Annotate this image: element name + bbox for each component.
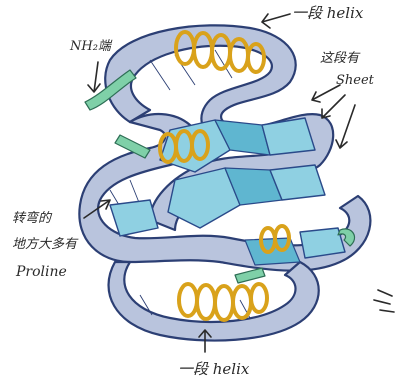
right-edge-marks bbox=[374, 290, 394, 312]
label-turn-line2: 地方大多有 bbox=[12, 237, 79, 252]
sheet-strand bbox=[300, 228, 345, 258]
helix-top-arrow bbox=[262, 14, 290, 28]
sheet-strand bbox=[110, 200, 158, 236]
label-helix-bottom: 一段 helix bbox=[178, 360, 250, 378]
label-nh2-end: NH₂端 bbox=[69, 39, 113, 54]
sheet-strand bbox=[262, 118, 315, 155]
sheet-arrow-3 bbox=[336, 105, 355, 148]
helix-bottom bbox=[179, 284, 267, 320]
label-turn-line3: Proline bbox=[15, 264, 67, 280]
label-helix-top: 一段 helix bbox=[292, 4, 364, 22]
label-sheet-line2: Sheet bbox=[336, 73, 375, 88]
nh2-arrow bbox=[88, 62, 100, 92]
label-turn-line1: 转弯的 bbox=[12, 210, 53, 226]
loop-ribbon bbox=[235, 268, 265, 283]
label-sheet-line1: 这段有 bbox=[320, 51, 361, 66]
sheet-arrow-2 bbox=[322, 95, 345, 118]
